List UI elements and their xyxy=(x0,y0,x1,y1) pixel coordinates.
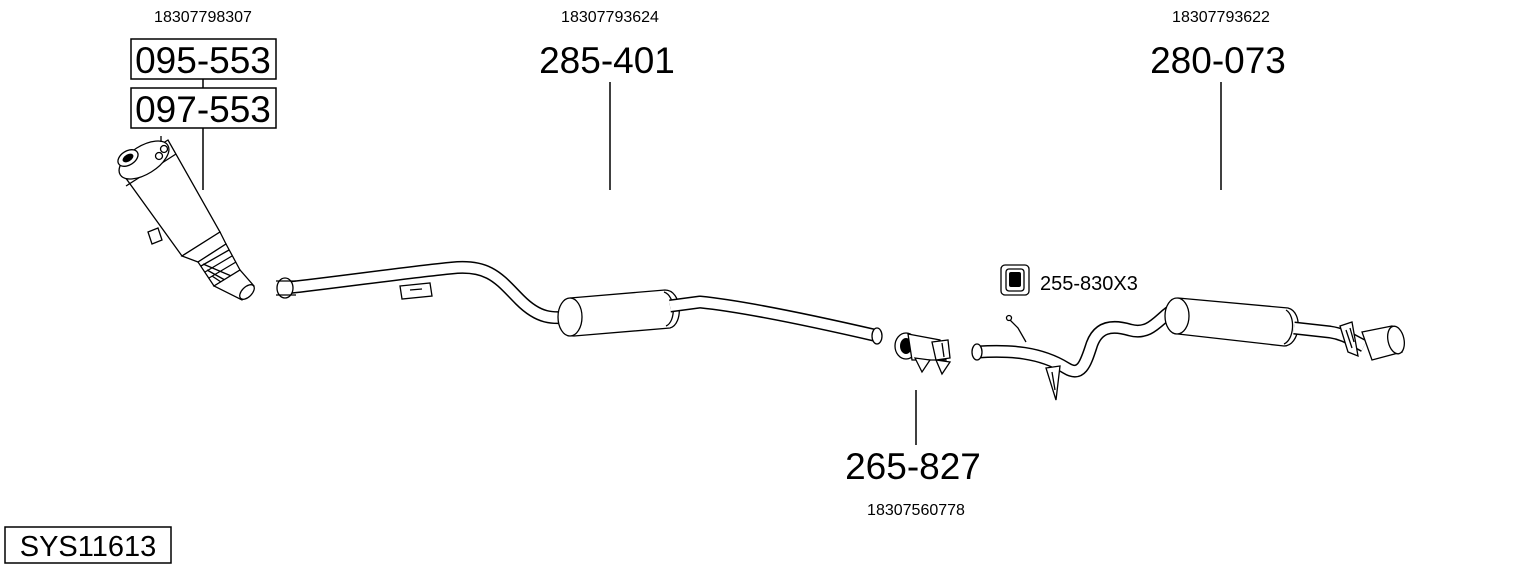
system-code-group: SYS11613 xyxy=(4,526,172,564)
middle-silencer-drawing xyxy=(276,260,883,345)
rubber-mount-icon xyxy=(1000,264,1030,296)
catalytic-converter-drawing xyxy=(117,136,255,301)
catalytic-converter-group: 18307798307 095-553 097-553 xyxy=(117,9,277,301)
pipe-connector-oe-number: 18307560778 xyxy=(867,502,965,519)
catalytic-converter-part-number-2[interactable]: 097-553 xyxy=(135,89,271,130)
catalytic-converter-part-box-2 xyxy=(130,87,277,129)
catalytic-converter-part-number-1[interactable]: 095-553 xyxy=(135,40,271,81)
middle-silencer-oe-number: 18307793624 xyxy=(561,9,659,26)
system-code-box xyxy=(4,526,172,564)
rear-silencer-drawing xyxy=(971,297,1405,401)
rear-silencer-oe-number: 18307793622 xyxy=(1172,9,1270,26)
rubber-mount-part-number[interactable]: 255-830X3 xyxy=(1040,273,1138,295)
pipe-connector-part-number[interactable]: 265-827 xyxy=(845,446,981,487)
middle-silencer-group: 18307793624 285-401 xyxy=(276,9,883,345)
catalytic-converter-oe-number: 18307798307 xyxy=(154,9,252,26)
rubber-mount-group: 255-830X3 xyxy=(1000,264,1138,296)
middle-silencer-part-number[interactable]: 285-401 xyxy=(539,40,675,81)
catalytic-converter-part-box-1 xyxy=(130,38,277,80)
rear-silencer-group: 18307793622 280-073 xyxy=(971,9,1405,401)
pipe-connector-drawing xyxy=(894,332,952,376)
pipe-connector-group: 265-827 18307560778 xyxy=(845,332,981,519)
system-code: SYS11613 xyxy=(20,531,157,563)
rear-silencer-part-number[interactable]: 280-073 xyxy=(1150,40,1286,81)
